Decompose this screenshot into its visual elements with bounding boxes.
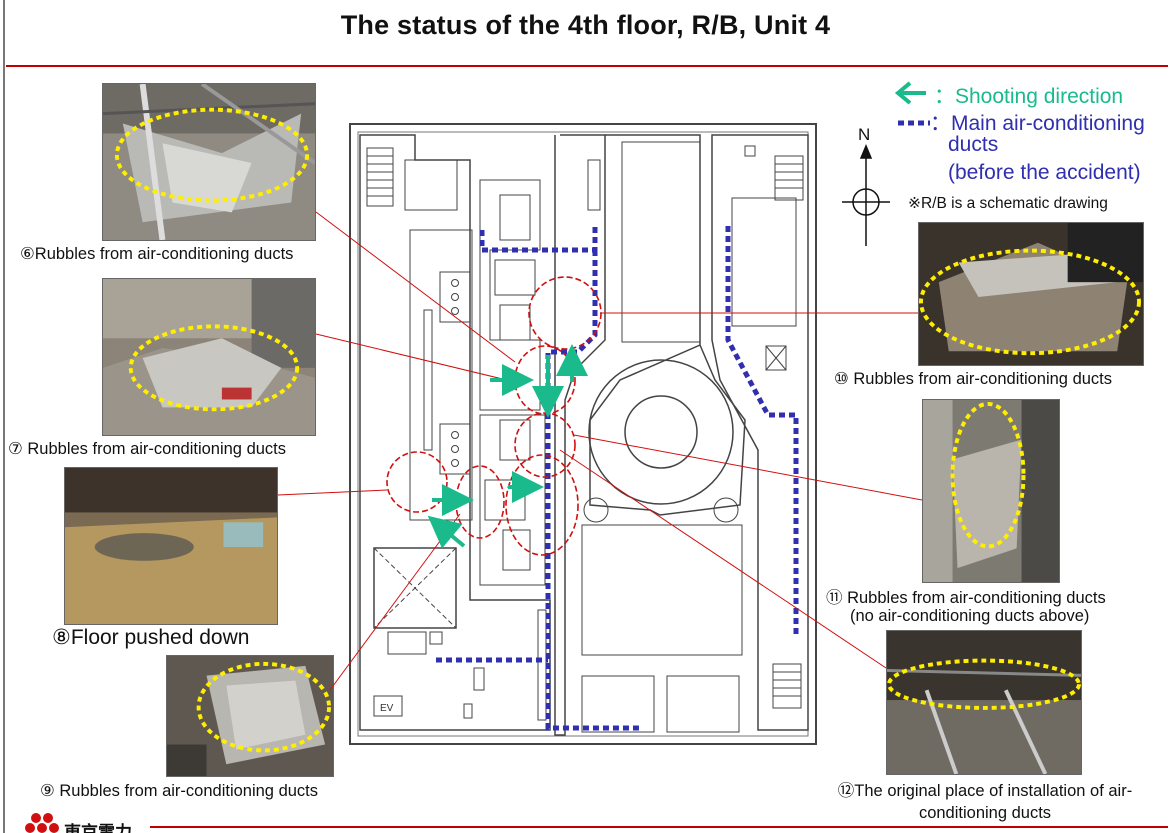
legend-duct-line3: (before the accident) [948,161,1141,184]
photo-7-image [103,279,315,435]
caption-photo-7: ⑦ Rubbles from air-conditioning ducts [8,440,287,458]
legend-duct-line1: ：Main air-conditioning [930,112,1145,135]
photo-10[interactable] [918,222,1144,366]
legend-shooting-direction: ：Shooting direction [934,85,1124,108]
photo-12[interactable] [886,630,1082,775]
equipment-box-3 [499,304,531,341]
small-box-a [587,159,601,211]
equipment-hatch [373,547,457,629]
photo-7[interactable] [102,278,316,436]
reactor-hall [554,134,606,736]
stairs-top-right [774,155,804,201]
photo-6[interactable] [102,83,316,241]
caption-photo-9: ⑨ Rubbles from air-conditioning ducts [40,782,319,800]
building-inner-outline [357,131,809,737]
caption-photo-12: ⑫The original place of installation of a… [837,782,1133,822]
title-underline [6,65,1168,67]
elevator-label: EV [380,703,394,714]
photo-12-image [887,631,1081,774]
air-conditioning-ducts [436,225,799,731]
equipment-box-5 [484,479,526,521]
photo-8-image [65,468,277,624]
page-title: The status of the 4th floor, R/B, Unit 4 [340,10,831,40]
photo-11[interactable] [922,399,1060,583]
room-right-top [731,197,797,327]
room-top-left [404,159,458,211]
reactor-well-inner [624,395,698,469]
caption-photo-11-sub: (no air-conditioning ducts above) [850,607,1090,625]
equipment-box-6 [502,529,531,571]
legend-duct-line2: ducts [948,133,999,156]
caption-photo-10: ⑩ Rubbles from air-conditioning ducts [834,370,1113,388]
photo-9-image [167,656,333,776]
legend-arrow-symbol [894,81,926,105]
fuel-pool [621,141,701,343]
compass-north-label: N [858,125,870,144]
left-wing-wall [359,134,551,731]
shooting-direction-arrows [427,344,588,549]
photo-11-image [923,400,1059,582]
small-box-b [537,609,547,721]
equipment-column-lower [479,414,546,586]
stairs-top-left [366,147,394,207]
door-strip [423,309,433,451]
equipment-column [479,179,541,411]
elevator-box [373,695,403,717]
reactor-well-outer [588,359,734,505]
stairs-bottom-right [772,663,802,709]
caption-photo-6: ⑥Rubbles from air-conditioning ducts [20,245,294,263]
equipment-pit [581,524,743,656]
footer-line [150,826,1168,828]
right-wing-wall [711,134,809,731]
reactor-area-wall [589,134,746,516]
stairs-top-left-steps [367,155,393,197]
photo-10-image [919,223,1143,365]
photo-location-markers [386,276,602,556]
building-outline [349,123,817,745]
caption-photo-11: ⑪ Rubbles from air-conditioning ducts [826,589,1106,607]
panel-2 [439,423,471,475]
photo-6-image [103,84,315,240]
photo-9[interactable] [166,655,334,777]
company-name: 東京電力 [64,823,132,833]
equipment-box-2 [494,259,536,296]
equipment-box-1 [499,194,531,241]
compass [842,144,890,246]
equipment-box-4 [499,419,531,461]
schematic-note: ※R/B is a schematic drawing [908,195,1108,212]
photo-8[interactable] [64,467,278,625]
leader-lines [277,211,923,691]
left-edge-line [3,0,5,833]
corridor-left [409,229,473,521]
company-logo-icon [25,813,59,833]
caption-photo-8: ⑧Floor pushed down [52,626,250,649]
panel-1 [439,271,471,323]
